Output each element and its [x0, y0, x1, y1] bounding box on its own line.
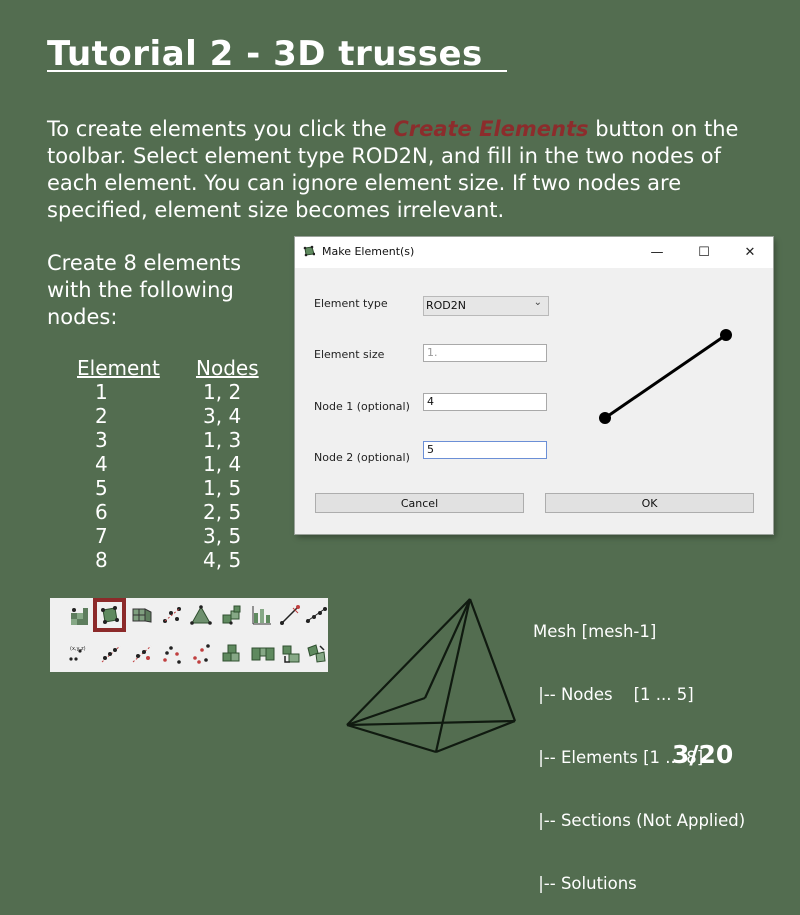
maximize-icon[interactable]: ☐ [698, 245, 710, 260]
create-elements-highlight-box [93, 598, 126, 632]
truss-member [468, 598, 517, 722]
table-cell-nodes: 1, 2 [203, 380, 242, 404]
table-row: 6 2, 5 [77, 500, 259, 524]
table-cell-nodes: 2, 5 [203, 500, 242, 524]
mesh-item-nodes[interactable]: |-- Nodes [1 ... 5] [533, 685, 694, 704]
truss-diagram [346, 598, 517, 754]
mesh-root[interactable]: Mesh [mesh-1] [533, 622, 657, 641]
dialog-titlebar[interactable]: Make Element(s) — ☐ ✕ [295, 237, 773, 268]
table-row: 7 3, 5 [77, 524, 259, 548]
rod-element-preview [599, 329, 732, 424]
triangle-icon[interactable] [190, 604, 212, 626]
dots-icon[interactable] [160, 642, 184, 666]
table-cell-nodes: 3, 4 [203, 404, 242, 428]
node2-label: Node 2 (optional) [314, 451, 410, 464]
ok-button[interactable]: OK [545, 493, 754, 513]
truss-member [346, 696, 426, 727]
elements-table: Element Nodes 1 1, 2 2 3, 4 3 1, 3 4 1, 4 5 1… [77, 356, 259, 572]
truss-member [346, 598, 471, 726]
mesh-item-solutions[interactable]: |-- Solutions [533, 874, 637, 893]
table-cell-element: 4 [95, 452, 108, 476]
node-points-icon[interactable] [160, 604, 184, 626]
table-cell-nodes: 1, 4 [203, 452, 242, 476]
scatter-icon-2[interactable] [130, 642, 154, 666]
chart-icon[interactable] [250, 603, 274, 627]
header-nodes: Nodes [196, 356, 259, 380]
cube-cluster-icon[interactable] [220, 603, 244, 627]
element-size-input[interactable]: 1. [423, 344, 547, 362]
toolbar: (x,y,z) [50, 598, 328, 672]
create-elements-icon[interactable] [99, 604, 121, 626]
make-element-icon [303, 245, 315, 257]
table-row: 3 1, 3 [77, 428, 259, 452]
dots-icon-2[interactable] [190, 642, 214, 666]
minimize-icon[interactable]: — [650, 245, 664, 260]
header-element: Element [77, 356, 160, 380]
truss-member [435, 719, 516, 754]
arrow-down-icon[interactable] [279, 642, 303, 666]
arrow-turn-icon[interactable] [304, 642, 328, 666]
table-cell-nodes: 1, 3 [203, 428, 242, 452]
coordinate-icon[interactable]: (x,y,z) [68, 643, 92, 665]
table-cell-element: 6 [95, 500, 108, 524]
close-icon[interactable]: ✕ [744, 245, 756, 260]
table-cell-element: 3 [95, 428, 108, 452]
node2-input[interactable]: 5 [423, 441, 547, 459]
table-cell-nodes: 3, 5 [203, 524, 242, 548]
title-underline [47, 70, 507, 72]
create-nodes-icon[interactable] [68, 604, 90, 626]
page-number: 3/20 [672, 740, 734, 769]
truss-member [346, 719, 516, 727]
table-cell-element: 8 [95, 548, 108, 572]
table-cell-nodes: 1, 5 [203, 476, 242, 500]
intro-text-1: To create elements you click the [47, 117, 394, 141]
link-icon[interactable] [304, 604, 328, 626]
table-cell-element: 7 [95, 524, 108, 548]
element-size-label: Element size [314, 348, 385, 361]
truss-member [346, 723, 437, 754]
rod-node-2 [720, 329, 732, 341]
table-row: 2 3, 4 [77, 404, 259, 428]
intro-text-2: button on the toolbar. Select element ty… [47, 117, 739, 222]
mesh-grid-icon[interactable] [130, 604, 154, 626]
element-type-select[interactable]: ROD2N ⌄ [423, 296, 549, 316]
mesh-item-elements[interactable]: |-- Elements [1 ... 8] [533, 748, 704, 767]
chevron-down-icon: ⌄ [533, 297, 542, 308]
scatter-icon[interactable] [99, 642, 123, 666]
cancel-button[interactable]: Cancel [315, 493, 524, 513]
intro-paragraph: To create elements you click the Create … [47, 116, 767, 224]
table-row: 5 1, 5 [77, 476, 259, 500]
make-element-dialog: Make Element(s) — ☐ ✕ Element type ROD2N… [295, 237, 773, 534]
table-cell-element: 5 [95, 476, 108, 500]
line-icon[interactable] [279, 604, 301, 626]
table-header-row: Element Nodes [77, 356, 259, 380]
table-row: 8 4, 5 [77, 548, 259, 572]
node1-label: Node 1 (optional) [314, 400, 410, 413]
create-elements-highlight: Create Elements [393, 117, 589, 141]
node1-input[interactable]: 4 [423, 393, 547, 411]
blocks-icon[interactable] [220, 642, 244, 666]
truss-member [434, 598, 472, 753]
truss-member [423, 598, 472, 699]
dialog-title: Make Element(s) [322, 245, 415, 258]
element-type-label: Element type [314, 297, 388, 310]
table-cell-nodes: 4, 5 [203, 548, 242, 572]
rod-node-1 [599, 412, 611, 424]
table-row: 1 1, 2 [77, 380, 259, 404]
table-row: 4 1, 4 [77, 452, 259, 476]
coordinate-label: (x,y,z) [70, 646, 86, 652]
mesh-item-sections[interactable]: |-- Sections (Not Applied) [533, 811, 746, 830]
table-cell-element: 1 [95, 380, 108, 404]
blocks-icon-2[interactable] [250, 642, 276, 666]
element-type-value: ROD2N [426, 299, 466, 312]
create-note: Create 8 elements with the following nod… [47, 251, 242, 329]
page-title: Tutorial 2 - 3D trusses [47, 34, 483, 74]
table-cell-element: 2 [95, 404, 108, 428]
